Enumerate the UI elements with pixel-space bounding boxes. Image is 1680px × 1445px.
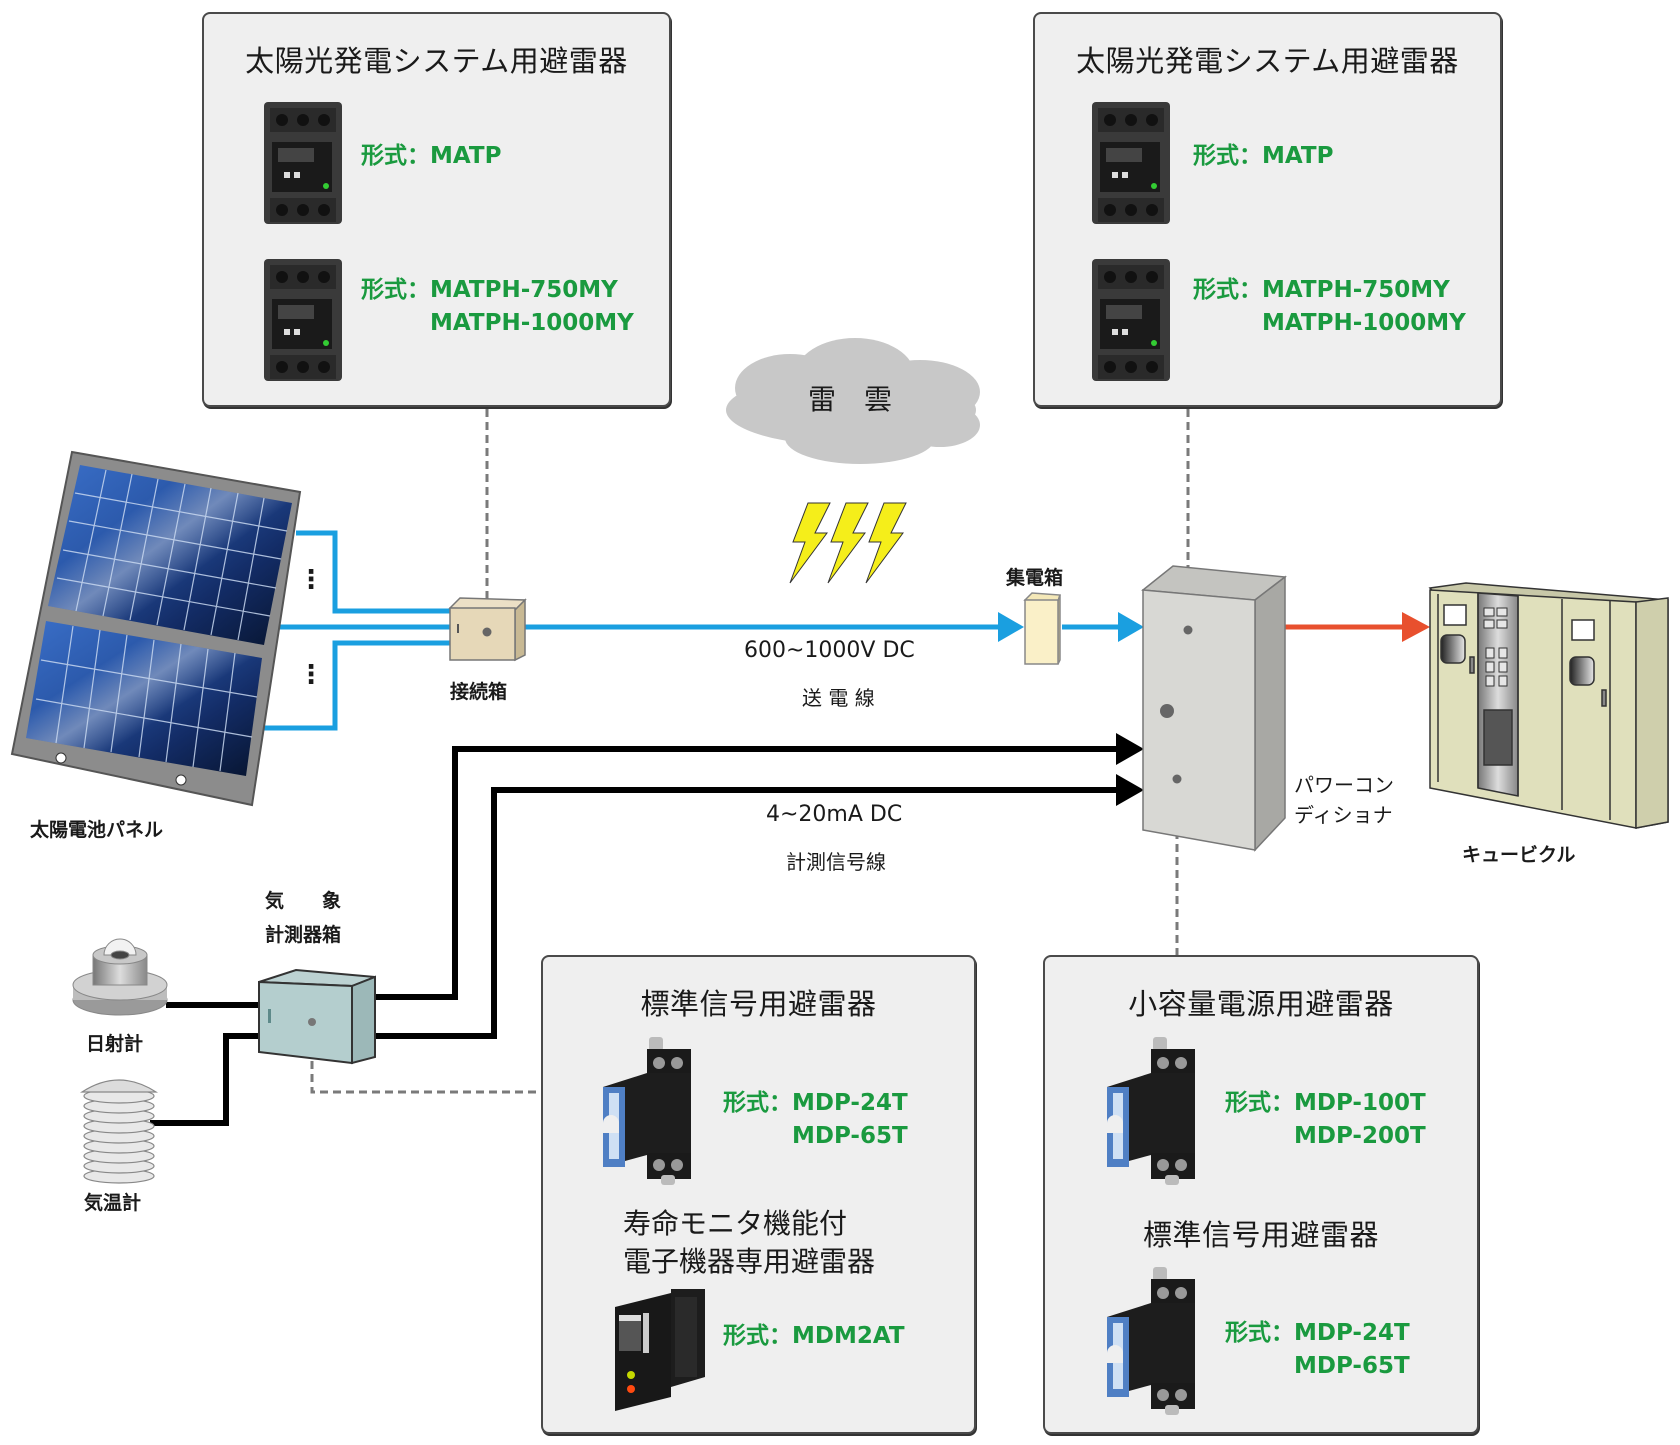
surge-protector-matph-icon xyxy=(264,259,342,381)
pyranometer-icon xyxy=(72,938,168,1016)
signal-lines xyxy=(150,746,1120,1126)
surge-protector-matp-icon xyxy=(1092,102,1170,224)
solar-panel-icon xyxy=(10,450,302,807)
surge-protector-mdp-icon xyxy=(603,1037,691,1185)
surge-protector-mdm2at-icon xyxy=(615,1289,705,1411)
subtitle: 寿命モニタ機能付 電子機器専用避雷器 xyxy=(623,1207,876,1278)
signal-arrow-1 xyxy=(1116,733,1144,765)
power-conditioner-icon xyxy=(1141,565,1287,852)
junction-box-icon xyxy=(448,597,527,662)
panel-ellipsis-lower: ⋮ xyxy=(298,660,324,690)
surge-protector-matp-icon xyxy=(264,102,342,224)
pyranometer-label: 日射計 xyxy=(86,1033,144,1055)
model-label: 形式：MATP xyxy=(1193,143,1334,169)
box-title: 太陽光発電システム用避雷器 xyxy=(245,44,628,78)
surge-protector-mdp-icon xyxy=(1107,1037,1195,1185)
model-label: 形式：MATP xyxy=(361,143,502,169)
panel-ellipsis-upper: ⋮ xyxy=(298,565,324,595)
power-conditioner-label: パワーコン ディショナ xyxy=(1294,773,1394,827)
signal-arrow-2 xyxy=(1116,774,1144,806)
box-title: 太陽光発電システム用避雷器 xyxy=(1076,44,1459,78)
signal-line-label: 計測信号線 xyxy=(786,850,886,874)
box-title: 標準信号用避雷器 xyxy=(640,987,877,1021)
power-line-label: 送 電 線 xyxy=(802,686,875,710)
weather-box-icon xyxy=(258,968,376,1065)
cubicle-label: キュービクル xyxy=(1462,844,1576,866)
model-label: 形式：MDM2AT xyxy=(723,1323,905,1349)
cubicle-icon xyxy=(1428,582,1669,829)
surge-protector-mdp-icon xyxy=(1107,1267,1195,1415)
surge-protector-matph-icon xyxy=(1092,259,1170,381)
subtitle: 標準信号用避雷器 xyxy=(1142,1218,1379,1252)
thermometer-shelter-icon xyxy=(79,1079,159,1184)
cloud-icon xyxy=(726,338,980,464)
weather-box-label: 気 象 計測器箱 xyxy=(265,890,342,946)
dc-voltage-label: 600~1000V DC xyxy=(744,638,915,663)
leader-weather-box xyxy=(310,1022,541,1094)
thundercloud-label: 雷 雲 xyxy=(808,383,893,416)
dc-power-lines xyxy=(262,530,1120,731)
collector-box-icon xyxy=(1023,592,1062,665)
solar-panel-label: 太陽電池パネル xyxy=(30,819,164,841)
arrow-to-cubicle xyxy=(1402,612,1430,642)
arrow-to-collector-box xyxy=(998,612,1024,642)
junction-box-label: 接続箱 xyxy=(450,681,508,703)
collector-box-label: 集電箱 xyxy=(1006,567,1064,589)
lightning-icon xyxy=(789,502,907,584)
arrow-to-power-conditioner xyxy=(1118,612,1144,642)
thermometer-label: 気温計 xyxy=(84,1192,142,1214)
signal-current-label: 4~20mA DC xyxy=(766,802,903,827)
box-title: 小容量電源用避雷器 xyxy=(1128,987,1394,1021)
